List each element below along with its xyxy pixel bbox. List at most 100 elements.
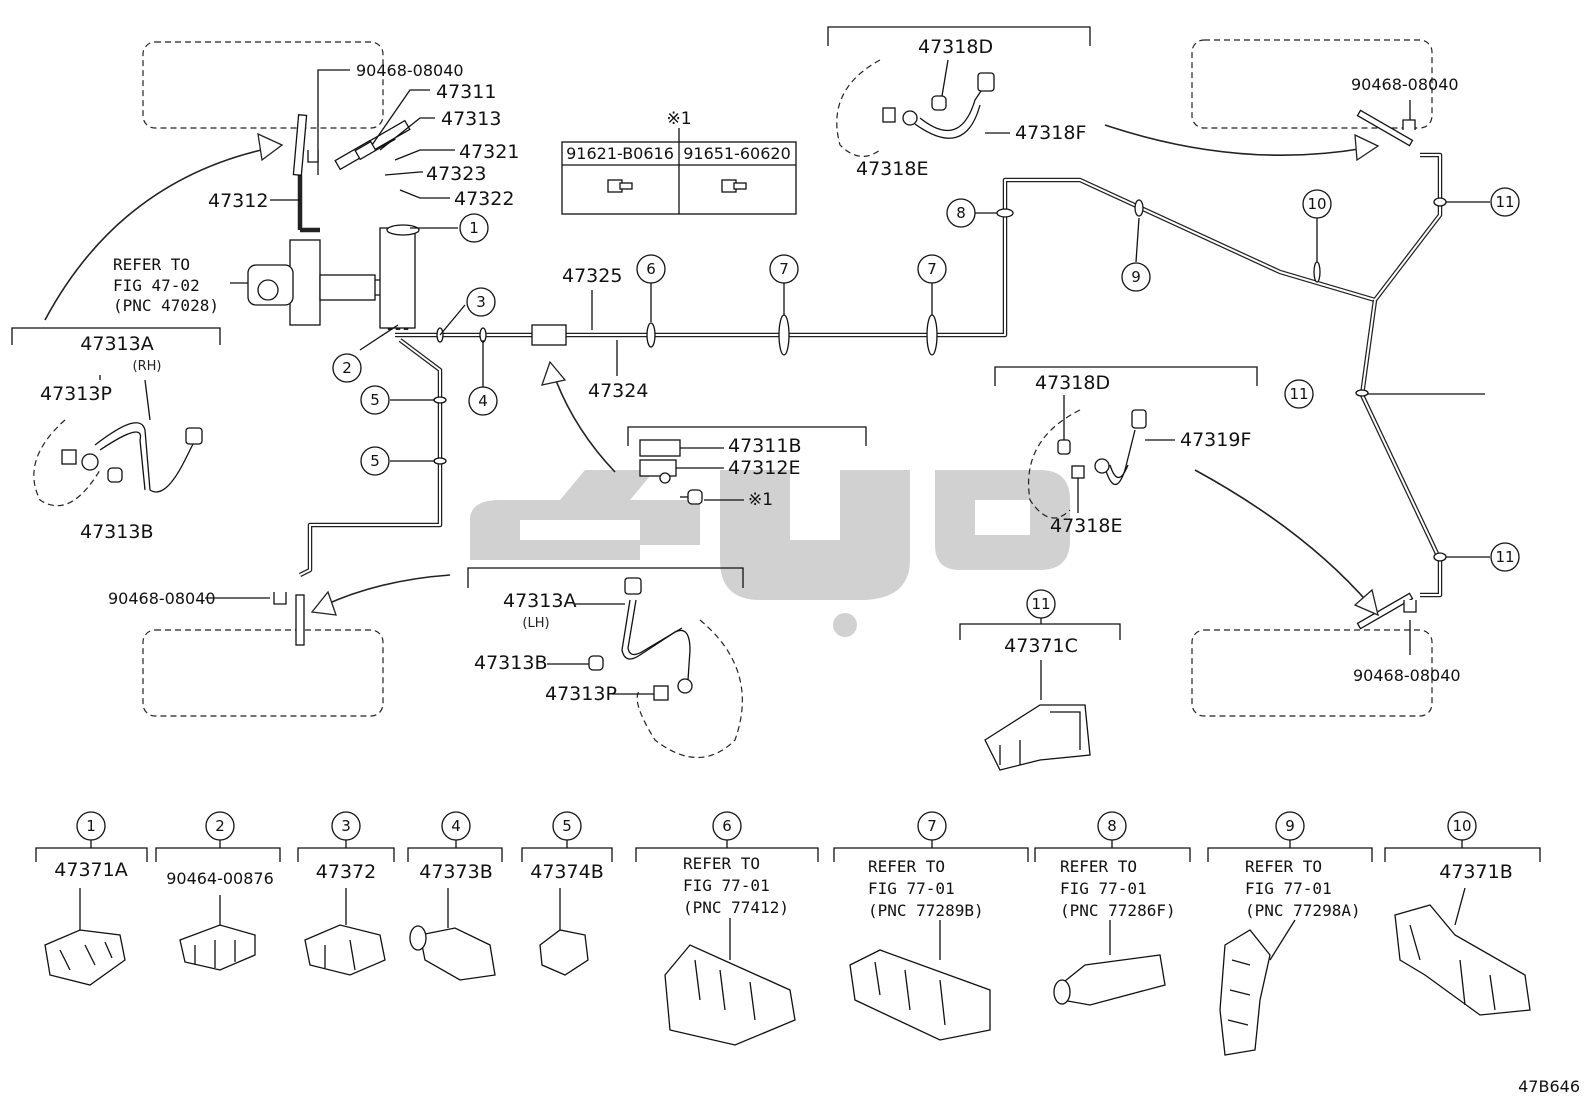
label-rh-side: (RH): [133, 359, 162, 374]
svg-text:4: 4: [478, 392, 488, 410]
front-right-flare: [1356, 109, 1414, 147]
bolt-91621-B0616: 91621-B0616: [566, 144, 674, 163]
legend-item-2: 2 90464-00876: [155, 811, 281, 971]
label-47319F: 47319F: [1180, 429, 1251, 451]
clip-icon: [1402, 119, 1416, 130]
label-47324: 47324: [588, 380, 648, 402]
label-47313P-rh: 47313P: [40, 383, 112, 405]
refer-line-1: REFER TO: [113, 255, 190, 274]
rh-brake-hose-icon: [33, 375, 203, 507]
svg-text:7: 7: [779, 260, 789, 278]
label-90468-08040-lower-left: 90468-08040: [108, 589, 216, 608]
svg-text:3: 3: [341, 817, 351, 835]
clamp-77286F-icon: [1059, 954, 1166, 1006]
legend-9-ref-2: FIG 77-01: [1245, 879, 1332, 898]
label-90468-08040-top-right: 90468-08040: [1351, 75, 1459, 94]
svg-text:9: 9: [1131, 268, 1141, 286]
legend-item-9: 9 REFER TO FIG 77-01 (PNC 77298A): [1207, 811, 1373, 1056]
svg-text:8: 8: [1107, 817, 1117, 835]
clamp-11-group: 11 47371C: [959, 589, 1121, 771]
svg-text:11: 11: [1289, 385, 1308, 403]
svg-text:11: 11: [1031, 595, 1050, 613]
legend-7-ref-2: FIG 77-01: [868, 879, 955, 898]
label-47322: 47322: [454, 188, 514, 210]
bolt-table-note: ※1: [666, 109, 691, 129]
callout-2: 2: [332, 353, 362, 383]
legend-item-10: 10 47371B: [1384, 811, 1541, 1016]
clamp-47371B-icon: [1394, 904, 1531, 1016]
clamp-11-callout: 11: [1026, 589, 1056, 619]
label-47313P-lh: 47313P: [545, 683, 617, 705]
brake-actuator: [247, 227, 416, 329]
front-pipe-flares: [292, 114, 411, 176]
bracket-note: ※1: [748, 490, 773, 510]
label-47313A-lh: 47313A: [503, 590, 576, 612]
legend-item-7: 7 REFER TO FIG 77-01 (PNC 77289B): [833, 811, 1029, 1041]
legend-6-ref-3: (PNC 77412): [683, 898, 789, 917]
clip-icon: [1403, 600, 1417, 613]
legend-item-1: 1 47371A: [35, 811, 148, 986]
svg-text:10: 10: [1307, 195, 1326, 213]
label-47312E: 47312E: [728, 457, 800, 479]
clamp-77298A-icon: [1219, 929, 1271, 1056]
label-47318E-top: 47318E: [856, 158, 928, 180]
label-47371C: 47371C: [1004, 635, 1078, 657]
lh-brake-hose-icon: [547, 577, 743, 759]
watermark-logo: [470, 470, 1070, 637]
legend-item-6: 6 REFER TO FIG 77-01 (PNC 77412): [635, 811, 819, 1046]
front-left-wheel-area: [142, 41, 384, 129]
direction-arrows: [44, 124, 1380, 617]
rear-right-flare: [1356, 592, 1414, 630]
label-47313B-lh: 47313B: [474, 652, 547, 674]
svg-text:5: 5: [370, 391, 380, 409]
legend-item-3: 3 47372: [297, 811, 395, 976]
clamp-47373B-icon: [419, 927, 496, 981]
callout-8: 8: [946, 198, 976, 228]
legend-7-ref-1: REFER TO: [868, 857, 945, 876]
svg-text:3: 3: [476, 293, 486, 311]
label-47313B-rh: 47313B: [80, 521, 153, 543]
legend-part-47372: 47372: [316, 861, 376, 883]
svg-text:6: 6: [646, 260, 656, 278]
svg-text:2: 2: [215, 817, 225, 835]
rear-right-hose-icon: [1028, 395, 1175, 519]
label-90468-08040-top-left: 90468-08040: [356, 61, 464, 80]
callout-9: 9: [1121, 262, 1151, 292]
label-47311B: 47311B: [728, 435, 801, 457]
label-47313: 47313: [441, 108, 501, 130]
bracket-parts-icon: [639, 439, 744, 505]
svg-text:4: 4: [451, 817, 461, 835]
label-47312: 47312: [208, 190, 268, 212]
callout-7a: 7: [769, 254, 799, 284]
callout-10: 10: [1302, 189, 1332, 219]
legend-6-ref-2: FIG 77-01: [683, 876, 770, 895]
legend-item-4: 4 47373B: [407, 811, 503, 981]
svg-text:1: 1: [86, 817, 96, 835]
clip-icon: [307, 150, 319, 163]
legend-8-ref-1: REFER TO: [1060, 857, 1137, 876]
legend-part-90464-00876: 90464-00876: [166, 869, 274, 888]
callout-3: 3: [466, 287, 496, 317]
svg-text:11: 11: [1495, 548, 1514, 566]
label-47318F: 47318F: [1015, 122, 1086, 144]
callout-5a: 5: [360, 385, 390, 415]
label-90468-08040-lower-right: 90468-08040: [1353, 666, 1461, 685]
svg-text:8: 8: [956, 204, 966, 222]
legend-item-5: 5 47374B: [521, 811, 613, 976]
legend-9-ref-1: REFER TO: [1245, 857, 1322, 876]
svg-text:5: 5: [370, 452, 380, 470]
svg-text:9: 9: [1285, 817, 1295, 835]
legend-part-47374B: 47374B: [530, 861, 603, 883]
legend-part-47371A: 47371A: [54, 859, 127, 881]
label-47313A-rh: 47313A: [80, 333, 153, 355]
legend-7-ref-3: (PNC 77289B): [868, 901, 984, 920]
svg-text:7: 7: [927, 817, 937, 835]
callout-5b: 5: [360, 446, 390, 476]
svg-text:1: 1: [469, 219, 479, 237]
svg-text:10: 10: [1452, 817, 1471, 835]
bolt-table: ※1 91621-B0616 91651-60620: [561, 109, 797, 215]
refer-line-2: FIG 47-02: [113, 276, 200, 295]
svg-text:11: 11: [1495, 193, 1514, 211]
rear-top-hose-icon: [836, 59, 1010, 157]
